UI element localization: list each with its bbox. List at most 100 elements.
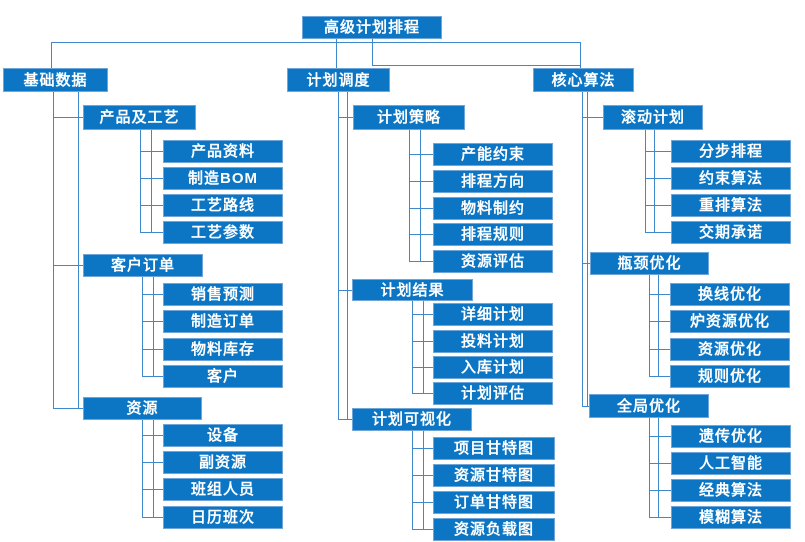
connector-line	[372, 38, 373, 65]
leaf-node: 详细计划	[433, 303, 553, 326]
leaf-node: 资源甘特图	[433, 464, 555, 487]
leaf-node: 班组人员	[163, 478, 283, 501]
node-global-optimization: 全局优化	[589, 394, 709, 418]
node-plan-visualization: 计划可视化	[352, 408, 472, 431]
leaf-node: 换线优化	[670, 283, 790, 306]
leaf-node: 客户	[163, 365, 283, 388]
leaf-node: 炉资源优化	[670, 310, 790, 333]
connector-line	[53, 117, 83, 118]
connector-line	[140, 205, 163, 206]
leaf-node: 约束算法	[671, 167, 791, 190]
leaf-node: 日历班次	[163, 506, 283, 529]
connector-line	[51, 42, 581, 43]
leaf-node: 副资源	[163, 451, 283, 474]
connector-line	[645, 178, 671, 179]
leaf-node: 项目甘特图	[433, 437, 555, 460]
leaf-node: 订单甘特图	[433, 491, 555, 514]
connector-line	[409, 261, 433, 262]
leaf-node: 制造订单	[163, 310, 283, 333]
connector-line	[649, 275, 650, 376]
leaf-node: 经典算法	[671, 479, 791, 502]
leaf-node: 制造BOM	[163, 167, 283, 190]
connector-line	[580, 42, 581, 68]
connector-line	[587, 92, 588, 406]
leaf-node: 物料库存	[163, 338, 283, 361]
leaf-node: 遗传优化	[671, 425, 791, 448]
connector-line	[409, 234, 433, 235]
leaf-node: 销售预测	[163, 283, 283, 306]
connector-line	[658, 275, 659, 376]
connector-line	[654, 130, 655, 232]
connector-line	[412, 367, 433, 368]
connector-line	[582, 406, 589, 407]
connector-line	[142, 349, 163, 350]
connector-line	[649, 490, 671, 491]
connector-line	[412, 301, 413, 393]
connector-line	[372, 65, 581, 66]
connector-line	[412, 529, 433, 530]
connector-line	[140, 151, 163, 152]
connector-line	[645, 205, 671, 206]
leaf-node: 投料计划	[433, 330, 553, 353]
connector-line	[412, 475, 433, 476]
connector-line	[649, 418, 650, 517]
connector-line	[142, 489, 163, 490]
leaf-node: 物料制约	[433, 197, 553, 220]
connector-line	[649, 463, 671, 464]
connector-line	[649, 294, 670, 295]
leaf-node: 资源评估	[433, 250, 553, 273]
leaf-node: 模糊算法	[671, 506, 791, 529]
connector-line	[151, 130, 152, 232]
connector-line	[645, 130, 646, 232]
connector-line	[347, 92, 348, 419]
connector-line	[412, 393, 433, 394]
connector-line	[412, 448, 433, 449]
connector-line	[658, 418, 659, 517]
node-advanced-planning-scheduling: 高级计划排程	[302, 16, 442, 39]
connector-line	[582, 117, 603, 118]
connector-line	[409, 208, 433, 209]
node-planning-strategy: 计划策略	[353, 105, 465, 130]
node-product-and-process: 产品及工艺	[83, 105, 196, 130]
leaf-node: 工艺参数	[163, 221, 283, 244]
connector-line	[338, 419, 352, 420]
node-core-algorithms: 核心算法	[533, 68, 634, 92]
leaf-node: 重排算法	[671, 194, 791, 217]
leaf-node: 计划评估	[433, 382, 553, 405]
connector-line	[140, 130, 141, 232]
node-rolling-plan: 滚动计划	[603, 105, 703, 130]
leaf-node: 排程方向	[433, 170, 553, 193]
leaf-node: 入库计划	[433, 356, 553, 379]
leaf-node: 资源优化	[670, 338, 790, 361]
leaf-node: 人工智能	[671, 452, 791, 475]
leaf-node: 资源负载图	[433, 518, 555, 541]
connector-line	[649, 376, 670, 377]
connector-line	[338, 117, 353, 118]
connector-line	[142, 376, 163, 377]
connector-line	[409, 130, 410, 261]
connector-line	[412, 431, 413, 529]
connector-line	[336, 38, 337, 68]
connector-line	[142, 276, 143, 376]
connector-line	[140, 232, 163, 233]
connector-line	[645, 232, 671, 233]
connector-line	[412, 502, 433, 503]
connector-line	[142, 435, 163, 436]
connector-line	[649, 436, 671, 437]
connector-line	[153, 420, 154, 517]
leaf-node: 分步排程	[671, 140, 791, 163]
leaf-node: 排程规则	[433, 223, 553, 246]
node-customer-orders: 客户订单	[83, 254, 203, 277]
connector-line	[582, 92, 583, 406]
leaf-node: 产能约束	[433, 143, 553, 166]
connector-line	[412, 341, 433, 342]
connector-line	[142, 420, 143, 517]
connector-line	[51, 42, 52, 68]
node-bottleneck-optimization: 瓶颈优化	[590, 252, 709, 275]
leaf-node: 规则优化	[670, 365, 790, 388]
connector-line	[78, 92, 79, 409]
connector-line	[53, 408, 83, 409]
connector-line	[153, 276, 154, 376]
leaf-node: 工艺路线	[163, 194, 283, 217]
